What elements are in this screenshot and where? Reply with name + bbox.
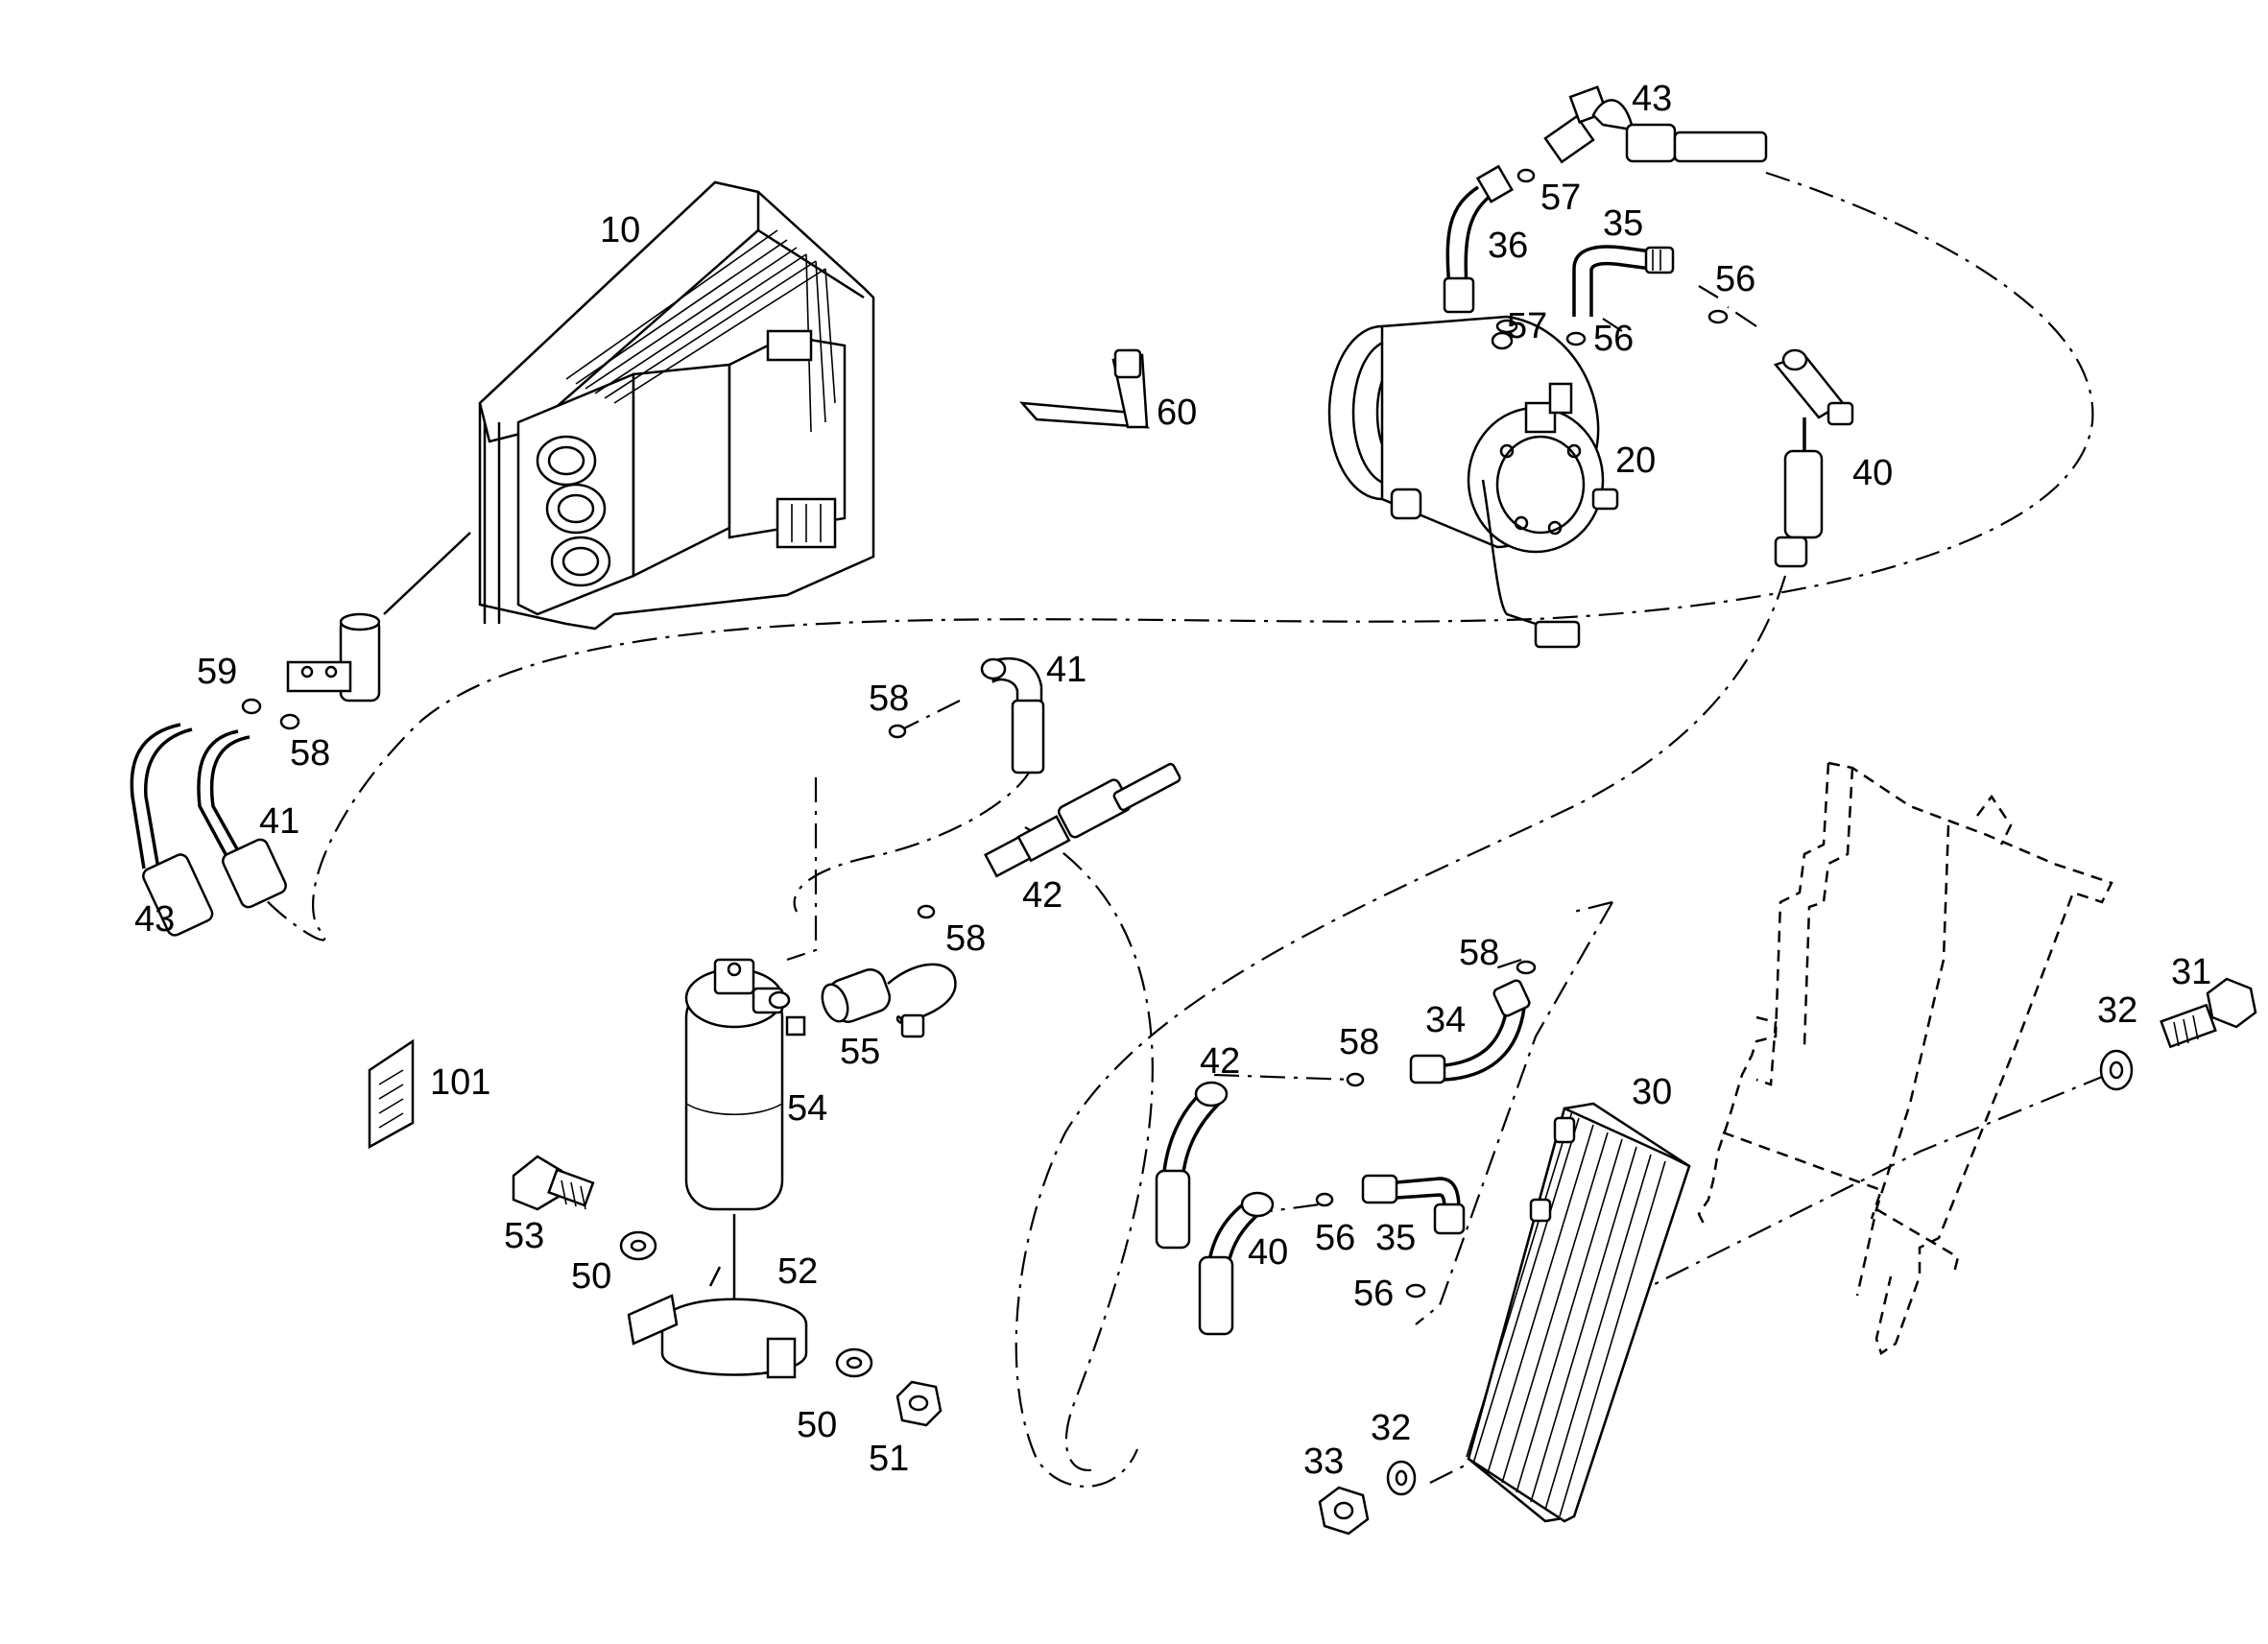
label-56-top-mid: 56 <box>1593 319 1634 359</box>
label-30: 30 <box>1632 1072 1672 1112</box>
label-42-lower: 42 <box>1200 1041 1240 1082</box>
receiver-drier <box>684 958 784 1320</box>
hose-35-lower <box>1361 1174 1466 1299</box>
label-101: 101 <box>430 1062 490 1103</box>
label-34: 34 <box>1425 1000 1466 1040</box>
washer-32-lower <box>1386 1460 1417 1496</box>
hose-43-left <box>130 723 214 937</box>
label-33: 33 <box>1303 1441 1344 1482</box>
label-52: 52 <box>777 1251 818 1292</box>
label-50-right: 50 <box>797 1405 837 1445</box>
hose-41-mid <box>888 656 1045 774</box>
label-40-top: 40 <box>1852 453 1893 493</box>
label-42-mid: 42 <box>1022 875 1062 916</box>
label-56-bottom: 56 <box>1353 1274 1394 1314</box>
label-51: 51 <box>869 1439 909 1479</box>
hose-42-mid <box>917 762 1182 919</box>
label-43-top: 43 <box>1632 79 1672 119</box>
label-57-top: 57 <box>1540 178 1581 218</box>
label-50-left: 50 <box>571 1256 611 1297</box>
hose-40-top <box>1707 309 1854 568</box>
hose-36 <box>1443 164 1536 334</box>
cable-strap <box>1018 348 1151 429</box>
label-56-top-right: 56 <box>1715 259 1755 299</box>
nut-51 <box>895 1380 943 1427</box>
label-56-lower: 56 <box>1315 1218 1355 1258</box>
bolt-31 <box>2160 977 2257 1049</box>
washer-50-right <box>835 1347 873 1378</box>
label-43-left: 43 <box>134 899 175 940</box>
label-35-top: 35 <box>1603 203 1643 244</box>
label-32-right: 32 <box>2097 990 2137 1031</box>
label-36: 36 <box>1488 226 1528 266</box>
callout-labels: 10 43 57 36 35 56 57 56 60 20 40 59 58 4… <box>134 79 2211 1482</box>
pressure-switch <box>768 963 957 1038</box>
label-35-lower: 35 <box>1375 1218 1416 1258</box>
hose-34 <box>1409 960 1537 1084</box>
condenser <box>1466 1102 1691 1523</box>
compressor <box>1327 315 1619 649</box>
label-58-mid: 58 <box>945 918 986 959</box>
label-41-mid: 41 <box>1046 650 1086 690</box>
label-58-left: 58 <box>290 733 330 774</box>
hose-35-top <box>1565 245 1675 346</box>
hose-40-lower <box>1198 1191 1334 1336</box>
label-54: 54 <box>787 1088 827 1129</box>
label-58-lower-top: 58 <box>1459 933 1499 973</box>
nut-33 <box>1318 1486 1370 1536</box>
manual-sheet <box>368 1038 415 1150</box>
label-60: 60 <box>1157 393 1197 433</box>
label-40-lower: 40 <box>1248 1232 1288 1273</box>
label-31: 31 <box>2171 952 2211 992</box>
bolt-53 <box>512 1155 595 1211</box>
clamp-bracket-52 <box>627 1266 808 1379</box>
hvac-unit <box>383 180 875 631</box>
washer-32-right <box>2099 1049 2134 1091</box>
washer-50-left <box>619 1230 657 1261</box>
hose-42-lower <box>1155 1072 1365 1250</box>
hose-routing-lines <box>258 171 2108 1488</box>
label-10: 10 <box>600 210 640 250</box>
label-53: 53 <box>504 1216 544 1256</box>
hose-41-left <box>197 729 287 909</box>
label-59: 59 <box>197 652 237 692</box>
hose-43-top <box>1543 85 1768 164</box>
label-57-mid: 57 <box>1507 306 1547 346</box>
label-58-mid-top: 58 <box>869 679 909 719</box>
label-20: 20 <box>1615 441 1656 481</box>
condenser-frame <box>1697 761 2113 1355</box>
label-55: 55 <box>840 1032 880 1072</box>
label-58-lower: 58 <box>1339 1022 1379 1062</box>
label-41-left: 41 <box>259 801 299 842</box>
expansion-valve <box>241 612 381 730</box>
label-32-lower: 32 <box>1371 1408 1411 1448</box>
